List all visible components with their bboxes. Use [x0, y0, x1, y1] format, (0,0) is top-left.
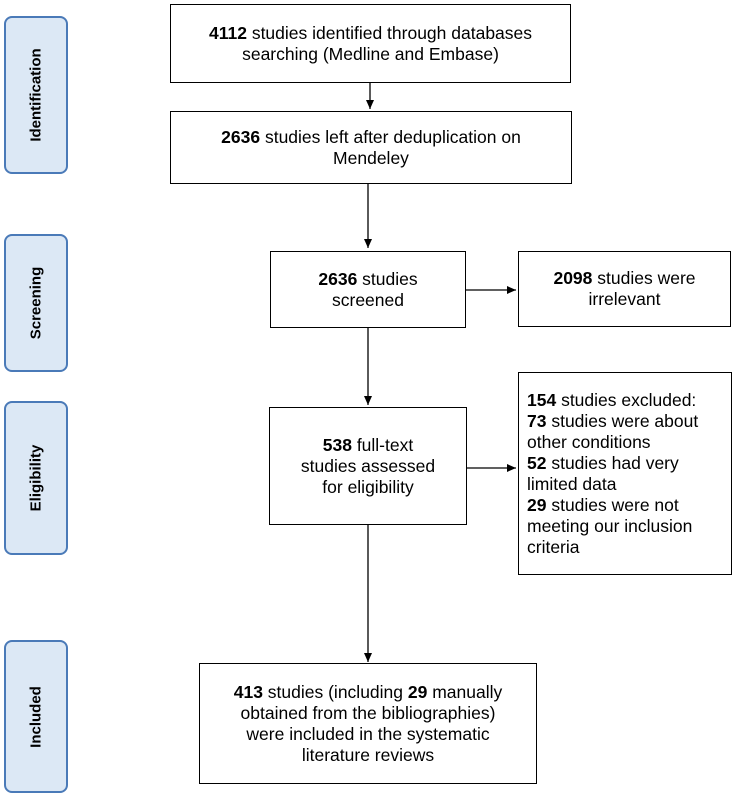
stage-included: Included	[4, 640, 68, 793]
excluded-reason2-line1: 52 studies had very	[527, 453, 731, 474]
stage-eligibility: Eligibility	[4, 401, 68, 555]
excluded-reason2-count: 52	[527, 452, 547, 473]
included-line4: literature reviews	[301, 744, 435, 765]
identified-text1: studies identified through databases	[246, 22, 533, 43]
screened-count: 2636	[318, 268, 358, 289]
excluded-reason3-text-b: meeting our inclusion	[527, 515, 693, 536]
excluded-reason3-text-a: studies were not	[546, 494, 679, 515]
assessed-count: 538	[322, 434, 352, 455]
deduplicated-text1: studies left after deduplication on	[260, 126, 521, 147]
included-text2: manually	[427, 681, 503, 702]
irrelevant-count: 2098	[553, 268, 593, 288]
box-irrelevant: 2098 studies were irrelevant	[518, 251, 731, 327]
box-assessed-line1: 538 full-text	[323, 435, 413, 456]
box-screened-line1: 2636 studies	[318, 269, 417, 290]
excluded-reason3-count: 29	[527, 494, 547, 515]
box-included-line1: 413 studies (including 29 manually	[234, 682, 503, 703]
box-identified-line1: 4112 studies identified through database…	[209, 23, 532, 44]
excluded-reason2-text-b: limited data	[527, 473, 617, 494]
excluded-reason1-text-b: other conditions	[527, 431, 651, 452]
box-included: 413 studies (including 29 manually obtai…	[199, 663, 537, 784]
box-assessed: 538 full-text studies assessed for eligi…	[269, 407, 467, 525]
excluded-text1: studies excluded:	[556, 389, 697, 410]
box-deduplicated: 2636 studies left after deduplication on…	[170, 111, 572, 184]
excluded-reason3-text-c: criteria	[527, 536, 580, 557]
excluded-reason1-text-a: studies were about	[546, 410, 699, 431]
included-line2: obtained from the bibliographies)	[240, 702, 496, 723]
excluded-reason1-count: 73	[527, 410, 547, 431]
assessed-text1: full-text	[351, 434, 414, 455]
assessed-text2: studies assessed	[300, 455, 436, 476]
irrelevant-text2: irrelevant	[588, 289, 661, 309]
stage-identification: Identification	[4, 16, 68, 174]
excluded-count: 154	[527, 389, 557, 410]
screened-text2: screened	[332, 289, 404, 310]
excluded-reason2-text-a: studies had very	[546, 452, 679, 473]
identified-count: 4112	[208, 22, 247, 43]
included-text1: studies (including	[262, 681, 408, 702]
deduplicated-count: 2636	[221, 126, 261, 147]
screened-text1: studies	[357, 268, 418, 289]
stage-screening: Screening	[4, 234, 68, 372]
deduplicated-text2: Mendeley	[333, 147, 409, 168]
assessed-text3: for eligibility	[322, 476, 414, 497]
excluded-reason3-line1: 29 studies were not	[527, 495, 731, 516]
excluded-reason1-line1: 73 studies were about	[527, 411, 731, 432]
box-irrelevant-line1: 2098 studies were	[553, 268, 695, 289]
box-screened: 2636 studies screened	[270, 251, 466, 328]
irrelevant-text1: studies were	[592, 268, 696, 288]
box-deduplicated-line1: 2636 studies left after deduplication on	[221, 127, 521, 148]
identified-text2: searching (Medline and Embase)	[242, 43, 499, 64]
included-count: 413	[233, 681, 263, 702]
box-identified: 4112 studies identified through database…	[170, 4, 571, 83]
included-manual-count: 29	[407, 681, 428, 702]
box-excluded-line1: 154 studies excluded:	[527, 390, 731, 411]
included-line3: were included in the systematic	[246, 723, 490, 744]
box-excluded: 154 studies excluded: 73 studies were ab…	[518, 372, 732, 575]
